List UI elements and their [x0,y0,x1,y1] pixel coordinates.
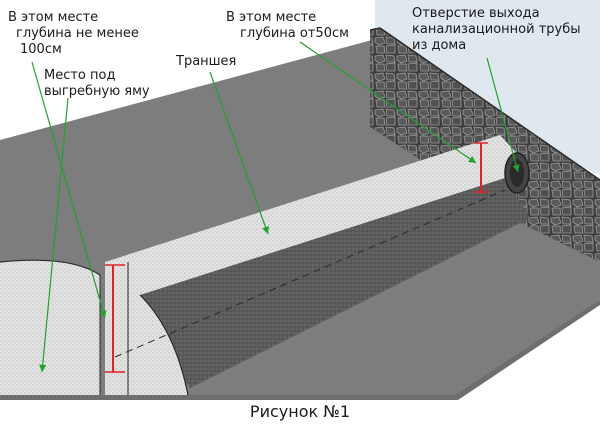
label-trench: Траншея [176,54,237,69]
label-pit-place: Место под выгребную яму [44,68,150,100]
label-depth-from-50: В этом месте глубина от50см [226,10,349,42]
leader-pipe [486,57,520,173]
label-pipe-outlet-line3: из дома [412,38,467,53]
label-depth-min-100-line1: В этом месте [8,10,99,25]
leader-depth-100 [31,61,107,319]
label-pipe-outlet: Отверстие выхода канализационной трубы и… [412,6,581,54]
trench-floor-front [128,295,188,395]
foundation-top-edge [369,27,600,181]
leader-pit [39,97,69,373]
label-pit-place-line2: выгребную яму [44,84,150,99]
house-wall [375,0,600,175]
pipe-axis [114,189,506,358]
label-pit-place-line1: Место под [44,68,116,83]
leader-depth-50 [299,41,477,164]
label-depth-min-100-line3: 100см [20,42,62,57]
label-depth-min-100-line2: глубина не менее [16,26,139,41]
pit-ring [0,260,100,395]
trench-back-wall [105,135,528,300]
label-depth-from-50-line2: глубина от50см [240,26,349,41]
label-pipe-outlet-line1: Отверстие выхода [412,6,540,21]
trench-front-wall [105,262,128,395]
label-depth-from-50-line1: В этом месте [226,10,317,25]
figure-caption: Рисунок №1 [249,402,351,421]
label-pipe-outlet-line2: канализационной трубы [412,22,581,37]
leader-trench [209,71,269,235]
trench-floor [140,178,530,388]
label-depth-min-100: В этом месте глубина не менее 100см [8,10,139,58]
